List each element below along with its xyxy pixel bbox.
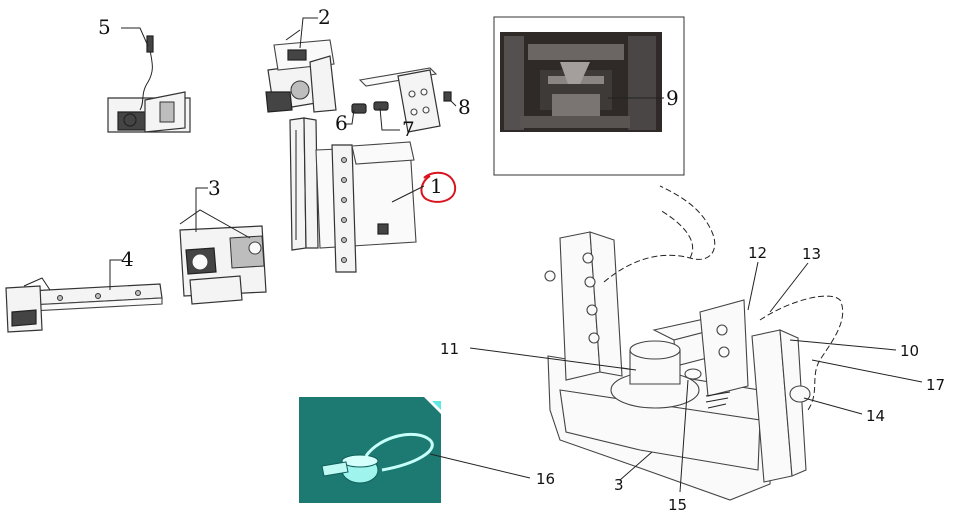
- callout-5: 5: [98, 15, 111, 39]
- part-6-bolt: [351, 103, 367, 114]
- part-8-bracket-plate: [358, 67, 452, 133]
- callout-16: 16: [536, 470, 555, 488]
- part-3-main-coupling-assembly: [544, 231, 811, 501]
- part-1-mounting-frame: [289, 117, 417, 273]
- leader-lines: [109, 17, 923, 493]
- callout-15: 15: [668, 496, 687, 514]
- callout-4: 4: [121, 247, 134, 271]
- callout-13: 13: [802, 245, 821, 263]
- part-4-drawbar: [5, 277, 163, 333]
- callout-2: 2: [318, 5, 331, 29]
- part-16-lynch-pin: [321, 432, 434, 484]
- part-17-chain: [759, 295, 844, 411]
- callout-7: 7: [402, 117, 415, 141]
- part-2-pin-coupling: [265, 29, 337, 113]
- callout-3-top: 3: [208, 176, 221, 200]
- highlight-circle: [420, 171, 457, 203]
- callout-10: 10: [900, 342, 919, 360]
- callout-labels: 5 2 3 4 6 7 8 9 1 11 12 13 10 17 14 16 3…: [98, 5, 945, 514]
- part-7-bolt: [373, 101, 389, 111]
- callout-17: 17: [926, 376, 945, 394]
- callout-3-bottom: 3: [614, 476, 624, 494]
- part-5-hitch-coupling: [107, 35, 191, 133]
- chain-left: [603, 185, 716, 283]
- photo-inset-frame: [493, 16, 685, 176]
- part-3-coupling-assembly: [179, 209, 267, 305]
- callout-8: 8: [458, 95, 471, 119]
- callout-14: 14: [866, 407, 885, 425]
- callout-9: 9: [666, 86, 679, 110]
- callout-11: 11: [440, 340, 459, 358]
- teal-inset: [299, 397, 441, 503]
- callout-1: 1: [430, 174, 443, 198]
- callout-12: 12: [748, 244, 767, 262]
- callout-6: 6: [335, 111, 348, 135]
